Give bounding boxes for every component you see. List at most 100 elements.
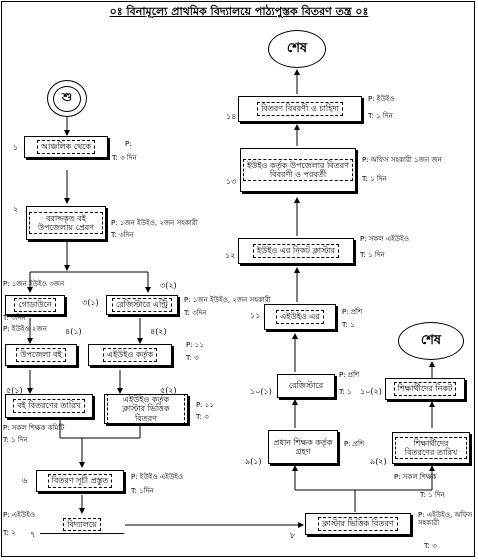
step-3-1-people: P: ১জন ইউইও ৩জন <box>3 280 65 288</box>
step-13-label: ইউইও কর্তৃক উপজেলার বিতরণ বিবরণী ও পরবর্… <box>243 158 353 182</box>
step-1-time: T: ৩ দিন <box>112 154 137 162</box>
step-1-people: P: <box>125 140 132 148</box>
step-10-1-people: P: প্রশি <box>339 371 360 379</box>
step-3-1-number: ৩(১) <box>82 298 99 307</box>
step-14-box: বিতরণ বিবরণী ও চাহিদা <box>238 96 362 122</box>
step-2-number: ২ <box>13 205 19 214</box>
step-10-1-label: রেজিস্টারে <box>288 381 324 391</box>
step-6-box: বিতরণ সূচী প্রস্তুত <box>36 470 124 492</box>
step-2-box: বরাদ্দকৃত বই উপজেলায় প্রেরণ <box>26 206 106 240</box>
step-9-2-number: ৯(২) <box>370 457 387 466</box>
end-oval-right: শেষ <box>398 322 464 360</box>
step-9-1-label: প্রধান শিক্ষক কর্তৃক গ্রহণ <box>273 437 333 456</box>
step-5-2-label: এইউইও কর্তৃক ক্লাস্টার ভিত্তিক বিতরণ <box>107 395 185 423</box>
step-3-2-number: ৩(২) <box>160 281 177 290</box>
step-7-label: বিদ্যালয়ে <box>63 517 101 532</box>
step-12-box: ইউইও এর নিকট ক্লাস্টার <box>238 238 354 264</box>
end-label-right: শেষ <box>420 332 442 348</box>
step-13-number: ১৩ <box>226 177 237 186</box>
step-7-box: বিদ্যালয়ে <box>40 516 124 534</box>
step-4-1-number: ৪(১) <box>65 327 82 336</box>
step-5-2-number: ৫(২) <box>160 386 177 395</box>
step-3-2-label: রেজিস্টারে এন্ট্রি <box>112 298 172 312</box>
step-10-1-box: রেজিস্টারে <box>277 374 335 398</box>
step-9-2-box: শিক্ষার্থীদের বিতরণের তারিখ <box>392 432 470 464</box>
step-4-2-number: ৪(২) <box>150 327 167 336</box>
step-5-1-people: P: সকল শিক্ষক কমিটি <box>3 424 65 432</box>
step-8-people: P: এইউইও, অফিস সহকারী <box>418 511 473 527</box>
end-label-top: শেষ <box>286 40 308 56</box>
step-12-number: ১২ <box>225 251 236 260</box>
step-14-label: বিতরণ বিবরণী ও চাহিদা <box>257 102 343 116</box>
step-9-1-people: P: প্রশি <box>344 440 365 448</box>
step-1-label: আঞ্চলিক থেকে <box>37 140 95 154</box>
step-3-1-box: গোডাউনে <box>5 295 65 315</box>
step-11-number: ১১ <box>250 311 261 320</box>
step-5-1-time: T: ১ দিন <box>3 436 28 444</box>
step-4-1-label: উপজেলা বই <box>16 348 66 362</box>
step-10-2-label: শিক্ষার্থীদের নিকট <box>393 382 457 396</box>
step-3-1-label: গোডাউনে <box>14 298 56 312</box>
step-12-time: T: ১ দিন <box>360 251 385 259</box>
step-9-2-time: T: ১ দিন <box>420 491 445 499</box>
step-9-2-label: শিক্ষার্থীদের বিতরণের তারিখ <box>395 436 467 460</box>
step-3-2-time: T: ৩দিন <box>184 309 207 317</box>
step-7-people: P: এইউইও <box>3 511 36 519</box>
step-9-1-number: ৯(১) <box>245 457 262 466</box>
step-8-number: ৮ <box>290 531 296 540</box>
step-6-number: ৬ <box>22 476 28 485</box>
step-6-label: বিতরণ সূচী প্রস্তুত <box>47 474 113 488</box>
step-6-people: P: ইউইও এইউইও <box>131 473 184 481</box>
step-4-1-people: P: ইউইও ২জন <box>3 325 47 333</box>
step-10-1-time: T: ১ <box>339 388 352 396</box>
step-10-2-number: ১০(২) <box>360 387 382 396</box>
step-5-2-people: P: ১১ <box>196 401 214 409</box>
step-13-time: T: ১ দিন <box>362 175 387 183</box>
step-5-1-box: বই বিতরণের তারিখ <box>5 394 93 418</box>
step-4-2-time: T: ৩ <box>186 354 199 362</box>
start-label: শু <box>61 89 73 104</box>
step-7-number: ৭ <box>30 530 36 539</box>
step-3-2-people: P: ১জন ইউইও, ২জন সহকারী <box>184 296 271 304</box>
step-9-2-people: P: সকল শিক্ষক <box>394 473 437 481</box>
step-3-2-box: রেজিস্টারে এন্ট্রি <box>106 295 178 315</box>
step-5-1-number: ৫(১) <box>6 386 23 395</box>
step-5-2-box: এইউইও কর্তৃক ক্লাস্টার ভিত্তিক বিতরণ <box>104 394 188 424</box>
step-1-box: আঞ্চলিক থেকে <box>24 136 108 158</box>
step-8-label: ক্লাস্টার ভিত্তিক বিতরণ <box>318 517 398 531</box>
step-12-people: P: সকল এইউইও <box>360 235 409 243</box>
step-8-time: T: ৩ <box>424 542 437 550</box>
step-5-2-time: T: ৩ <box>196 413 209 421</box>
step-4-2-people: P: ১১ <box>186 341 204 349</box>
step-11-label: এইউইও এর <box>276 310 324 324</box>
step-10-1-number: ১০(১) <box>250 387 272 396</box>
step-11-people: P: প্রশি <box>342 308 363 316</box>
step-7-time: T: ২ <box>3 529 16 537</box>
step-13-box: ইউইও কর্তৃক উপজেলার বিতরণ বিবরণী ও পরবর্… <box>240 148 356 192</box>
step-11-box: এইউইও এর <box>264 304 336 330</box>
step-4-2-box: এইউইও কর্তৃক <box>88 344 172 366</box>
step-13-people: P: অফিস সহকারী ১জন জন <box>362 156 442 164</box>
step-1-number: ১ <box>13 143 19 152</box>
step-2-label: বরাদ্দকৃত বই উপজেলায় প্রেরণ <box>29 211 103 235</box>
step-5-1-label: বই বিতরণের তারিখ <box>13 399 85 413</box>
step-12-label: ইউইও এর নিকট ক্লাস্টার <box>252 244 340 258</box>
step-9-1-box: প্রধান শিক্ষক কর্তৃক গ্রহণ <box>268 430 338 464</box>
step-14-people: P: ইউইও <box>368 95 395 103</box>
step-2-people: P: ১জন ইউইও, ২জন সহকারী <box>111 219 198 227</box>
end-oval-top: শেষ <box>268 30 326 68</box>
step-14-time: T: ১ দিন <box>368 112 393 120</box>
step-3-1-time: T: ৩দিন <box>3 314 26 322</box>
step-11-time: T: ১ <box>342 321 355 329</box>
start-oval: শু <box>47 80 87 117</box>
diagram-title: ০ঃ বিনামূল্যে প্রাথমিক বিদ্যালয়ে পাঠ্যপ… <box>109 5 369 18</box>
step-6-time: T: ১দিন <box>131 487 154 495</box>
step-4-2-label: এইউইও কর্তৃক <box>102 348 158 362</box>
step-4-1-box: উপজেলা বই <box>5 344 77 366</box>
step-8-box: ক্লাস্টার ভিত্তিক বিতরণ <box>305 513 411 535</box>
step-10-2-box: শিক্ষার্থীদের নিকট <box>385 378 465 400</box>
step-14-number: ১৪ <box>226 112 237 121</box>
step-2-time: T: ৩দিন <box>111 231 134 239</box>
